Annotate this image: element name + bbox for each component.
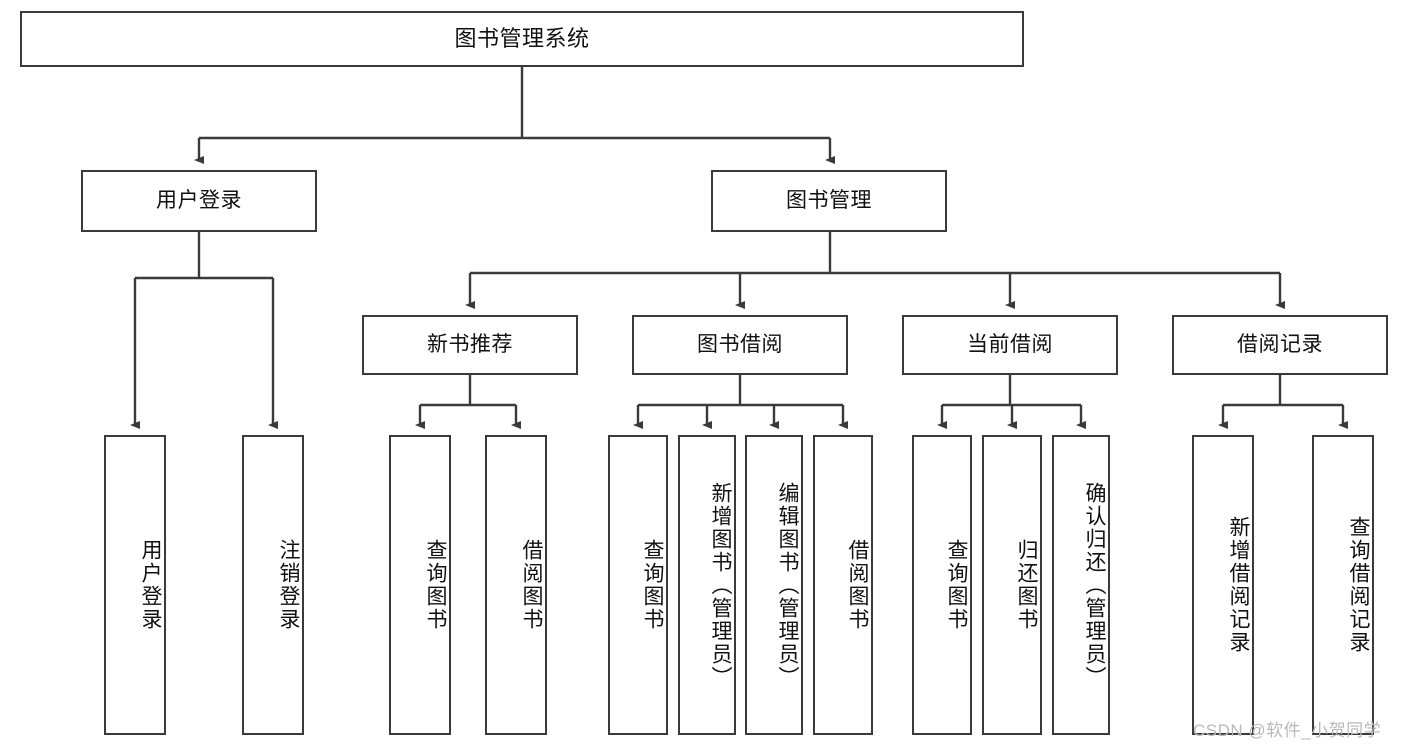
node-label: 归还图书 bbox=[1015, 539, 1038, 631]
node-label: 借阅图书 bbox=[846, 539, 869, 631]
node-user-login[interactable]: 用户登录 bbox=[81, 170, 317, 232]
node-leaf-return-book[interactable]: 归还图书 bbox=[982, 435, 1042, 735]
node-leaf-add-record[interactable]: 新增借阅记录 bbox=[1192, 435, 1254, 735]
node-new-book-recommend[interactable]: 新书推荐 bbox=[362, 315, 578, 375]
node-leaf-add-book[interactable]: 新增图书（管理员） bbox=[678, 435, 736, 735]
node-leaf-confirm-return[interactable]: 确认归还（管理员） bbox=[1052, 435, 1110, 735]
node-current-borrow[interactable]: 当前借阅 bbox=[902, 315, 1118, 375]
node-leaf-query-book-rec[interactable]: 查询图书 bbox=[389, 435, 451, 735]
node-leaf-query-record[interactable]: 查询借阅记录 bbox=[1312, 435, 1374, 735]
node-label: 确认归还（管理员） bbox=[1083, 481, 1106, 689]
node-label: 编辑图书（管理员） bbox=[776, 481, 799, 689]
node-book-manage[interactable]: 图书管理 bbox=[711, 170, 947, 232]
node-leaf-borrow-book-rec[interactable]: 借阅图书 bbox=[485, 435, 547, 735]
node-label: 查询借阅记录 bbox=[1347, 516, 1370, 654]
node-label: 借阅图书 bbox=[520, 539, 543, 631]
node-book-borrow[interactable]: 图书借阅 bbox=[632, 315, 848, 375]
node-label: 查询图书 bbox=[641, 539, 664, 631]
node-root[interactable]: 图书管理系统 bbox=[20, 11, 1024, 67]
node-leaf-query-book[interactable]: 查询图书 bbox=[608, 435, 668, 735]
node-leaf-user-login[interactable]: 用户登录 bbox=[104, 435, 166, 735]
node-leaf-edit-book[interactable]: 编辑图书（管理员） bbox=[745, 435, 803, 735]
node-label: 用户登录 bbox=[139, 539, 162, 631]
node-borrow-record[interactable]: 借阅记录 bbox=[1172, 315, 1388, 375]
node-leaf-borrow-book[interactable]: 借阅图书 bbox=[813, 435, 873, 735]
watermark-text: CSDN @软件_小贺同学 bbox=[1193, 721, 1382, 740]
node-label: 查询图书 bbox=[424, 539, 447, 631]
node-leaf-query-book-cur[interactable]: 查询图书 bbox=[912, 435, 972, 735]
node-label: 注销登录 bbox=[277, 539, 300, 631]
node-leaf-logout[interactable]: 注销登录 bbox=[242, 435, 304, 735]
node-label: 新增图书（管理员） bbox=[709, 481, 732, 689]
node-label: 新增借阅记录 bbox=[1227, 516, 1250, 654]
node-label: 查询图书 bbox=[945, 539, 968, 631]
